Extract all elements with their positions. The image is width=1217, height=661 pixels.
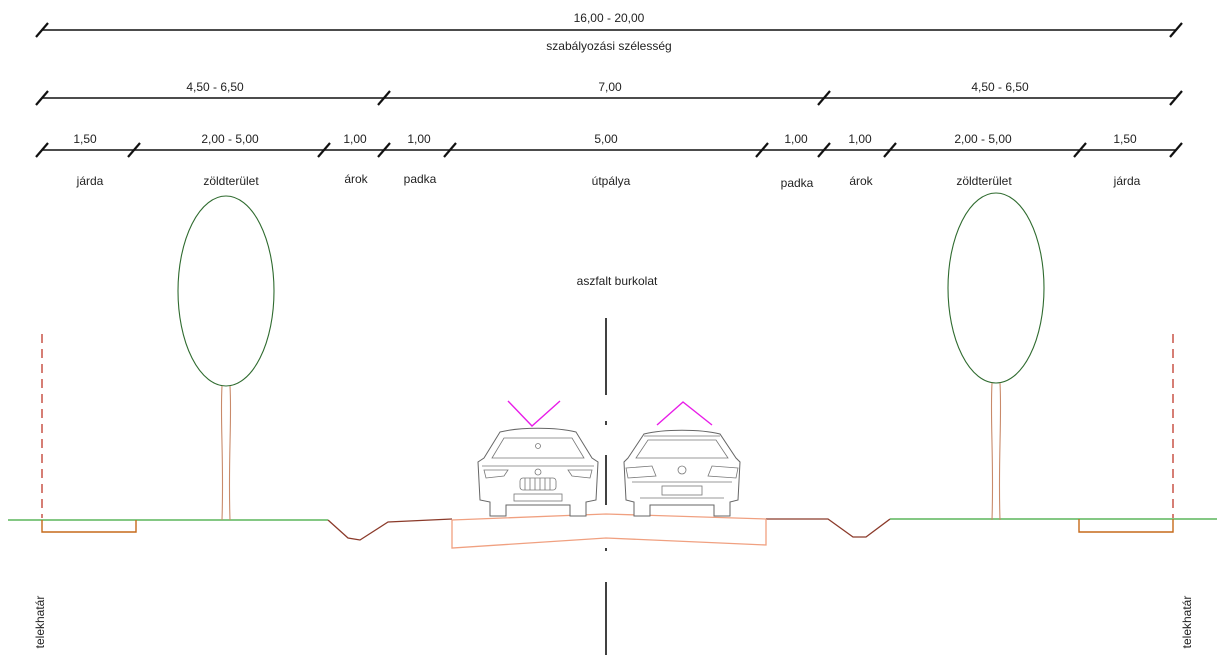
dimension-ditch-left-value: 1,00: [343, 132, 367, 146]
dimension-green-left-value: 2,00 - 5,00: [201, 132, 259, 146]
surface-label: aszfalt burkolat: [577, 274, 658, 288]
zone-label-ditch-left: árok: [344, 172, 368, 186]
sidewalk-right: [1078, 519, 1174, 533]
property-boundary-label-left: telekhatár: [33, 596, 47, 649]
direction-chevron-icon: [656, 401, 713, 426]
zone-label-shoulder-right: padka: [781, 176, 814, 190]
dimension-total: 16,00 - 20,00 szabályozási szélesség: [35, 11, 1183, 53]
zone-label-roadway: útpálya: [592, 174, 631, 188]
dimension-ditch-right-value: 1,00: [848, 132, 872, 146]
dimension-total-value: 16,00 - 20,00: [574, 11, 645, 25]
zone-label-green-right: zöldterület: [956, 174, 1012, 188]
dimension-left-zone-value: 4,50 - 6,50: [186, 80, 244, 94]
dimension-level3: 1,50 2,00 - 5,00 1,00 1,00 5,00 1,00 1,0…: [35, 132, 1183, 158]
ditch-left: [327, 518, 453, 541]
car-rear-icon: [623, 429, 741, 517]
dimension-sidewalk-right-value: 1,50: [1113, 132, 1137, 146]
dimension-right-zone-value: 4,50 - 6,50: [971, 80, 1029, 94]
dimension-shoulder-left-value: 1,00: [407, 132, 431, 146]
road-paving: [451, 513, 767, 549]
zone-label-sidewalk-left: járda: [76, 174, 104, 188]
car-front-icon: [477, 427, 599, 517]
ground-profile: [8, 518, 1217, 541]
zone-label-green-left: zöldterület: [203, 174, 259, 188]
ditch-right: [766, 518, 891, 538]
tree-icon: [947, 192, 1045, 521]
zone-labels: járda zöldterület árok padka útpálya pad…: [76, 172, 1141, 190]
sidewalk-left: [41, 520, 137, 533]
direction-chevron-icon: [507, 400, 561, 427]
dimension-sidewalk-left-value: 1,50: [73, 132, 97, 146]
dimension-total-label: szabályozási szélesség: [546, 39, 671, 53]
property-boundary-label-right: telekhatár: [1180, 596, 1194, 649]
dimension-roadway-value: 5,00: [594, 132, 618, 146]
dimension-level2: 4,50 - 6,50 7,00 4,50 - 6,50: [35, 80, 1183, 106]
zone-label-ditch-right: árok: [849, 174, 873, 188]
zone-label-sidewalk-right: járda: [1113, 174, 1141, 188]
dimension-carriage-value: 7,00: [598, 80, 622, 94]
zone-label-shoulder-left: padka: [404, 172, 437, 186]
dimension-shoulder-right-value: 1,00: [784, 132, 808, 146]
dimension-green-right-value: 2,00 - 5,00: [954, 132, 1012, 146]
tree-icon: [177, 195, 275, 521]
